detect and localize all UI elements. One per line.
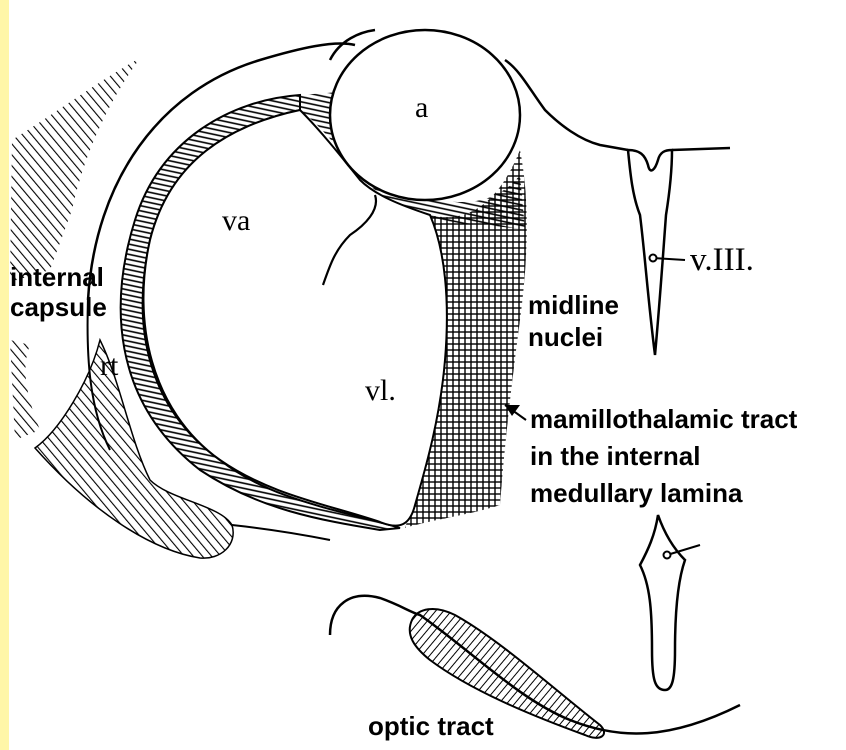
label-mtt-1: mamillothalamic tract — [530, 405, 797, 433]
dorsal-contour-right — [672, 148, 730, 150]
ventricle-dot — [650, 255, 657, 262]
label-va: va — [222, 205, 250, 237]
internal-capsule-lower — [10, 340, 40, 440]
label-midline-2: nuclei — [528, 323, 603, 351]
label-mtt-2: in the internal — [530, 442, 700, 470]
dorsal-contour — [505, 60, 628, 150]
reticular-line — [232, 525, 330, 540]
third-ventricle-upper — [628, 150, 672, 355]
label-internal-capsule-1: internal — [10, 263, 104, 291]
label-optic-tract: optic tract — [368, 712, 494, 740]
label-a: a — [415, 92, 428, 124]
label-midline-1: midline — [528, 291, 619, 319]
label-rt: rt — [100, 350, 118, 382]
label-third-ventricle: v.III. — [690, 243, 754, 277]
third-ventricle-lower — [640, 515, 685, 690]
label-mtt-3: medullary lamina — [530, 479, 742, 507]
internal-capsule-upper — [10, 58, 140, 282]
label-internal-capsule-2: capsule — [10, 293, 107, 321]
lower-ventricle-dot — [664, 552, 671, 559]
label-vl: vl. — [365, 375, 396, 407]
